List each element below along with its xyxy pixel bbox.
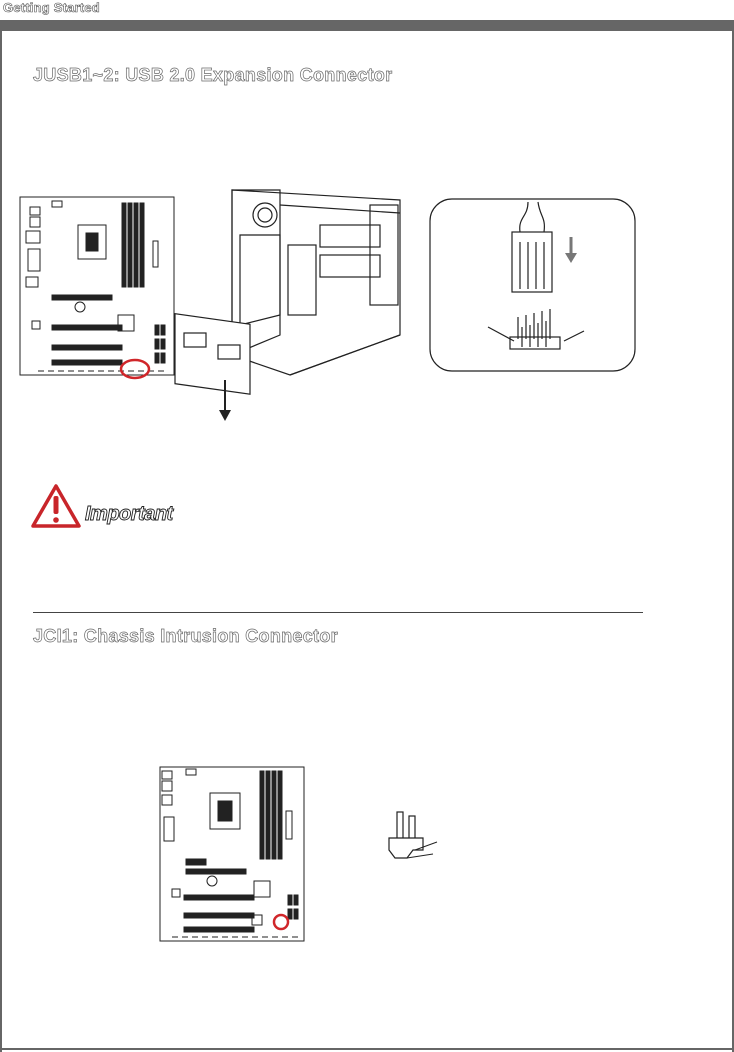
running-header: Getting Started xyxy=(3,0,100,15)
jci-header-pins xyxy=(388,811,438,859)
section-separator xyxy=(33,612,643,613)
page-frame-right xyxy=(732,31,734,1052)
header-bar xyxy=(0,20,734,31)
case-diagram xyxy=(174,189,401,421)
section-title-jusb: JUSB1~2: USB 2.0 Expansion Connector xyxy=(33,65,393,86)
page-frame-bottom xyxy=(0,1048,734,1050)
usb-header-callout xyxy=(429,198,636,372)
motherboard-diagram-jci xyxy=(159,766,305,942)
important-label: Important xyxy=(85,503,174,526)
motherboard-diagram-jusb xyxy=(19,196,175,380)
section-title-jci: JCI1: Chassis Intrusion Connector xyxy=(33,626,338,647)
warning-triangle-icon xyxy=(31,484,81,528)
page-frame-left xyxy=(0,31,2,1052)
